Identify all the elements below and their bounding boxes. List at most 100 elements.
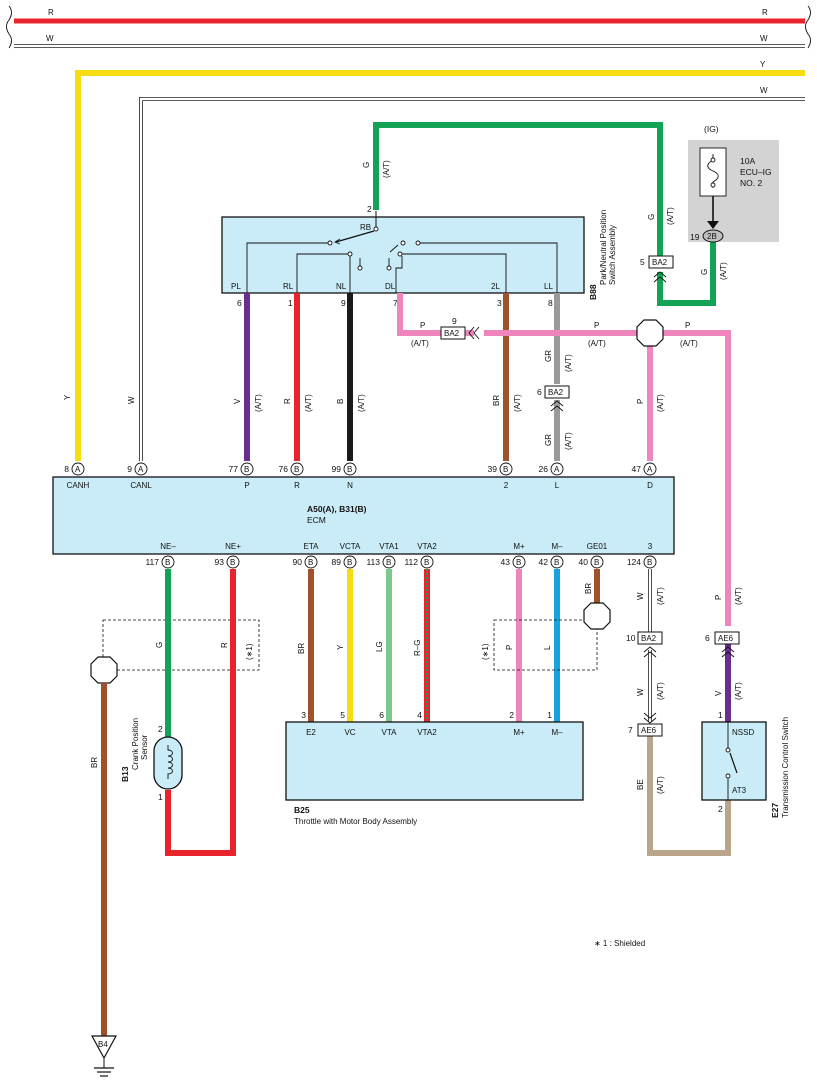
wire-code-label: R <box>48 8 54 17</box>
shield-drain-junction <box>583 602 611 630</box>
wire-code-label: Y <box>63 394 72 400</box>
wire-code-label: Y <box>336 644 345 650</box>
wire-code-label: L <box>543 645 552 650</box>
ecm-pin-label: D <box>647 481 653 490</box>
wire-code-label: W <box>760 86 768 95</box>
ecm-pin-marker <box>134 462 148 476</box>
wire-code-label: V <box>233 398 242 404</box>
rb-terminal <box>373 226 379 232</box>
ecm-pin-connector: B <box>308 558 313 567</box>
component-name-1: Crank Position <box>131 718 140 770</box>
connector-pin: 5 <box>640 257 645 267</box>
wire-code-label: R <box>762 8 768 17</box>
connector-label-box <box>637 631 663 645</box>
at-note: (A/T) <box>734 682 743 700</box>
wire-code-label: R–G <box>413 640 422 656</box>
at-note: (A/T) <box>254 394 263 412</box>
wire-code-label: Y <box>760 60 766 69</box>
wire-code-label: W <box>127 396 136 404</box>
throttle-pin-number: 4 <box>417 710 422 720</box>
connector-label-box <box>440 326 466 340</box>
throttle-pin-number: 5 <box>340 710 345 720</box>
throttle-pin-label: M+ <box>513 728 525 737</box>
wire-code-label: P <box>714 595 723 600</box>
at-note: (A/T) <box>656 587 665 605</box>
connector-chevron-icon <box>653 271 667 283</box>
tcs-terminal-label: AT3 <box>732 786 747 795</box>
ecm-pin-number: 77 <box>229 464 239 474</box>
ecm-pin-label: VCTA <box>340 542 361 551</box>
ecm-pin-label: 3 <box>648 542 653 551</box>
ecm-pin-number: 113 <box>366 557 380 567</box>
ecm-pin-label: VTA1 <box>379 542 399 551</box>
switch-to-ecm-wires: V (A/T) R (A/T) B (A/T) BR (A/T) GR (A/T… <box>233 293 743 626</box>
connector-name: AE6 <box>718 634 734 643</box>
ecm-pin-label: P <box>244 481 249 490</box>
selector-blade <box>335 230 375 243</box>
ecm-pin-number: 43 <box>501 557 511 567</box>
ecm-pin-number: 42 <box>539 557 549 567</box>
switch-blade-icon <box>729 752 738 774</box>
ecm: A50(A), B31(B) ECM A8CANHA9CANLB77PB76RB… <box>52 462 675 569</box>
ecm-pin-number: 47 <box>632 464 642 474</box>
connector-ba2-pink: 9 BA2 <box>440 316 480 340</box>
connector-pin: 6 <box>537 387 542 397</box>
ecm-pin-number: 9 <box>127 464 132 474</box>
ecm-id: A50(A), B31(B) <box>307 504 367 514</box>
connector-name: BA2 <box>548 388 564 397</box>
ecm-pin-marker <box>643 462 657 476</box>
ecm-pin-label: CANL <box>130 481 152 490</box>
ecm-pin-marker <box>512 555 526 569</box>
connector-name: BA2 <box>641 634 657 643</box>
connector-name: AE6 <box>641 726 657 735</box>
wire-code-label: LG <box>375 641 384 652</box>
connector-ae6-beige: 7 AE6 <box>628 712 663 737</box>
wire-code-label: B <box>336 399 345 404</box>
at-note: (A/T) <box>656 682 665 700</box>
ecm-pin-number: 39 <box>488 464 498 474</box>
ground-triangle <box>90 1035 118 1060</box>
throttle-pin-number: 6 <box>379 710 384 720</box>
throttle-pin-number: 3 <box>301 710 306 720</box>
connector-pin: 7 <box>628 725 633 735</box>
component-name: Throttle with Motor Body Assembly <box>294 817 417 826</box>
component-id: B25 <box>294 805 310 815</box>
terminal-pin: 6 <box>237 298 242 308</box>
shield-mark: (∗1) <box>481 643 490 660</box>
ecm-pin-label: 2 <box>504 481 509 490</box>
ecm-bottom-pins: B117NE–B93NE+B90ETAB89VCTAB113VTA1B112VT… <box>145 542 657 569</box>
component-id: E27 <box>770 803 780 818</box>
ecm-pin-label: R <box>294 481 300 490</box>
ecm-pin-marker <box>382 555 396 569</box>
sensor-pin: 1 <box>158 792 163 802</box>
at-note: (A/T) <box>719 262 728 280</box>
shield-outline <box>493 619 598 671</box>
ecm-pin-marker <box>550 555 564 569</box>
throttle-pin-label: E2 <box>306 728 316 737</box>
terminal-label: LL <box>544 282 553 291</box>
terminal-pin: 1 <box>288 298 293 308</box>
throttle-pin-label: VC <box>344 728 355 737</box>
connector-ae6-pink: 6 AE6 <box>705 631 740 658</box>
footnote: ∗ 1 : Shielded <box>594 939 645 948</box>
terminal-label: DL <box>385 282 396 291</box>
ground-b4: B4 <box>90 1035 118 1077</box>
ecm-pin-marker <box>343 555 357 569</box>
ecm-pin-number: 124 <box>627 557 641 567</box>
ecm-pin-connector: A <box>554 465 560 474</box>
fuse-pin-number: 19 <box>690 232 700 242</box>
at-note: (A/T) <box>411 339 429 348</box>
top-wire-bus: R R W W Y W <box>6 5 811 95</box>
wire-code-label: W <box>760 34 768 43</box>
fuse-name-2: NO. 2 <box>740 178 762 188</box>
ecm-pin-marker <box>71 462 85 476</box>
component-name-2: Switch Assembly <box>608 225 617 285</box>
wire-code-label: BR <box>584 583 593 594</box>
ecm-pin-connector: B <box>294 465 299 474</box>
terminal-pin: 7 <box>393 298 398 308</box>
ecm-pin-label: L <box>555 481 560 490</box>
shield-drain-junction <box>90 656 118 684</box>
tcs-box <box>701 721 767 801</box>
